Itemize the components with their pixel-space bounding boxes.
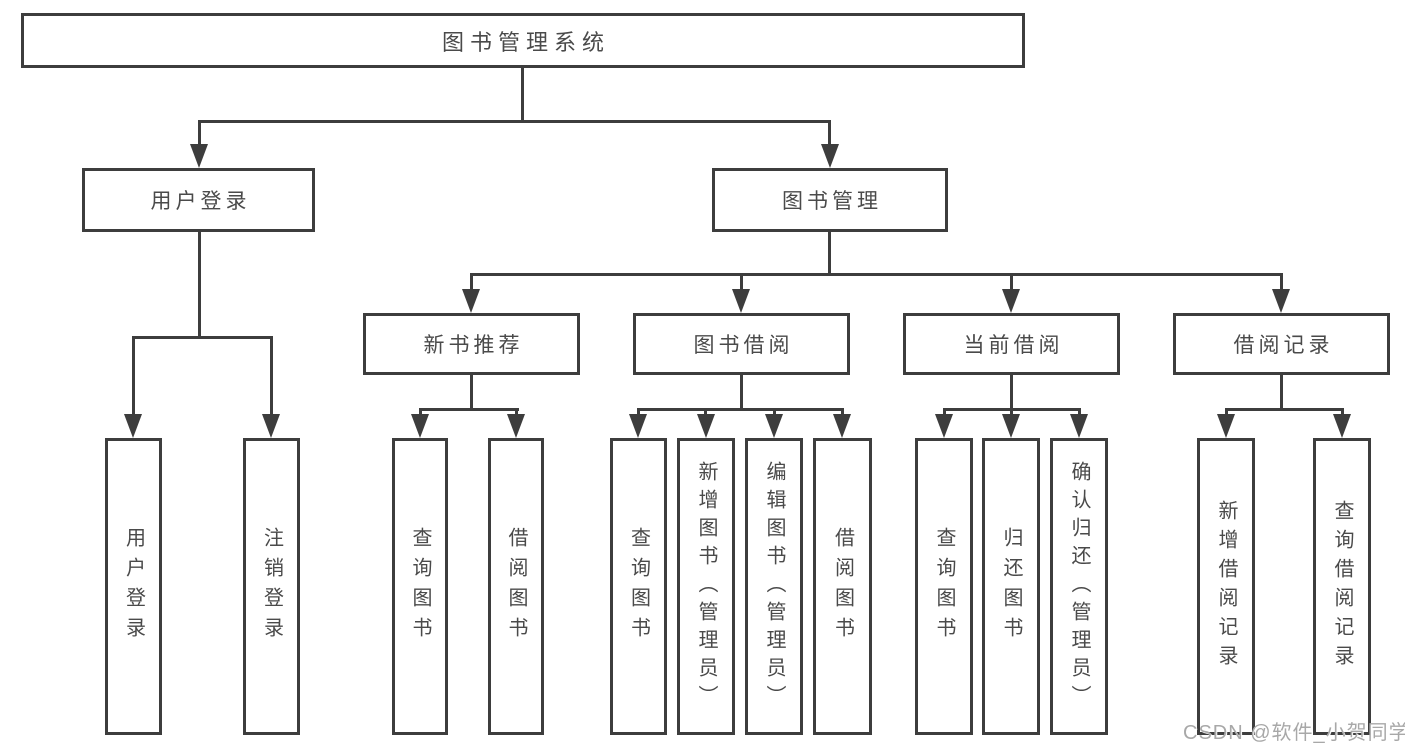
connector-line [1280,375,1283,411]
connector-line [132,336,273,339]
node-current-borrow: 当前借阅 [903,313,1120,375]
arrowhead-down-icon [1002,414,1020,438]
connector-line [198,232,201,339]
arrowhead-down-icon [697,414,715,438]
arrowhead-down-icon [1217,414,1235,438]
connector-line [943,408,946,416]
leaf-newbook-borrow: 借阅图书 [488,438,544,735]
leaf-newbook-query: 查询图书 [392,438,448,735]
arrowhead-down-icon [732,289,750,313]
connector-line [704,408,707,416]
connector-line [1280,273,1283,291]
leaf-record-query: 查询借阅记录 [1313,438,1371,735]
leaf-borrow-edit-admin: 编辑图书（管理员） [745,438,803,735]
connector-line [740,273,743,291]
arrowhead-down-icon [935,414,953,438]
connector-line [1341,408,1344,416]
arrowhead-down-icon [833,414,851,438]
connector-line [828,232,831,276]
connector-line [1010,375,1013,411]
arrowhead-down-icon [1070,414,1088,438]
connector-line [132,336,135,416]
node-user-login: 用户登录 [82,168,315,232]
connector-line [521,68,524,123]
arrowhead-down-icon [629,414,647,438]
arrowhead-down-icon [1333,414,1351,438]
arrowhead-down-icon [411,414,429,438]
connector-line [1010,408,1013,416]
connector-line [637,408,844,411]
csdn-watermark: CSDN @软件_小贺同学 [1183,722,1405,744]
arrowhead-down-icon [462,289,480,313]
connector-line [1078,408,1081,416]
connector-line [419,408,519,411]
connector-line [198,120,201,146]
node-borrow-record: 借阅记录 [1173,313,1390,375]
leaf-record-add: 新增借阅记录 [1197,438,1255,735]
connector-line [470,375,473,411]
connector-line [470,273,1283,276]
arrowhead-down-icon [765,414,783,438]
leaf-logout: 注销登录 [243,438,300,735]
connector-line [637,408,640,416]
connector-line [270,336,273,416]
arrowhead-down-icon [1002,289,1020,313]
leaf-user-login: 用户登录 [105,438,162,735]
leaf-borrow-add-admin: 新增图书（管理员） [677,438,735,735]
arrowhead-down-icon [124,414,142,438]
connector-line [419,408,422,416]
node-book-mgmt: 图书管理 [712,168,948,232]
arrowhead-down-icon [190,144,208,168]
node-book-borrow: 图书借阅 [633,313,850,375]
node-new-book-rec: 新书推荐 [363,313,580,375]
arrowhead-down-icon [1272,289,1290,313]
arrowhead-down-icon [821,144,839,168]
connector-line [515,408,518,416]
arrowhead-down-icon [507,414,525,438]
leaf-borrow-borrow: 借阅图书 [813,438,872,735]
connector-line [198,120,831,123]
connector-line [773,408,776,416]
connector-line [1225,408,1343,411]
connector-line [828,120,831,146]
connector-line [841,408,844,416]
connector-line [1010,273,1013,291]
connector-line [740,375,743,411]
leaf-current-confirm-admin: 确认归还（管理员） [1050,438,1108,735]
leaf-current-return: 归还图书 [982,438,1040,735]
node-root: 图书管理系统 [21,13,1025,68]
connector-line [470,273,473,291]
connector-line [1225,408,1228,416]
leaf-current-query: 查询图书 [915,438,973,735]
leaf-borrow-query: 查询图书 [610,438,667,735]
arrowhead-down-icon [262,414,280,438]
